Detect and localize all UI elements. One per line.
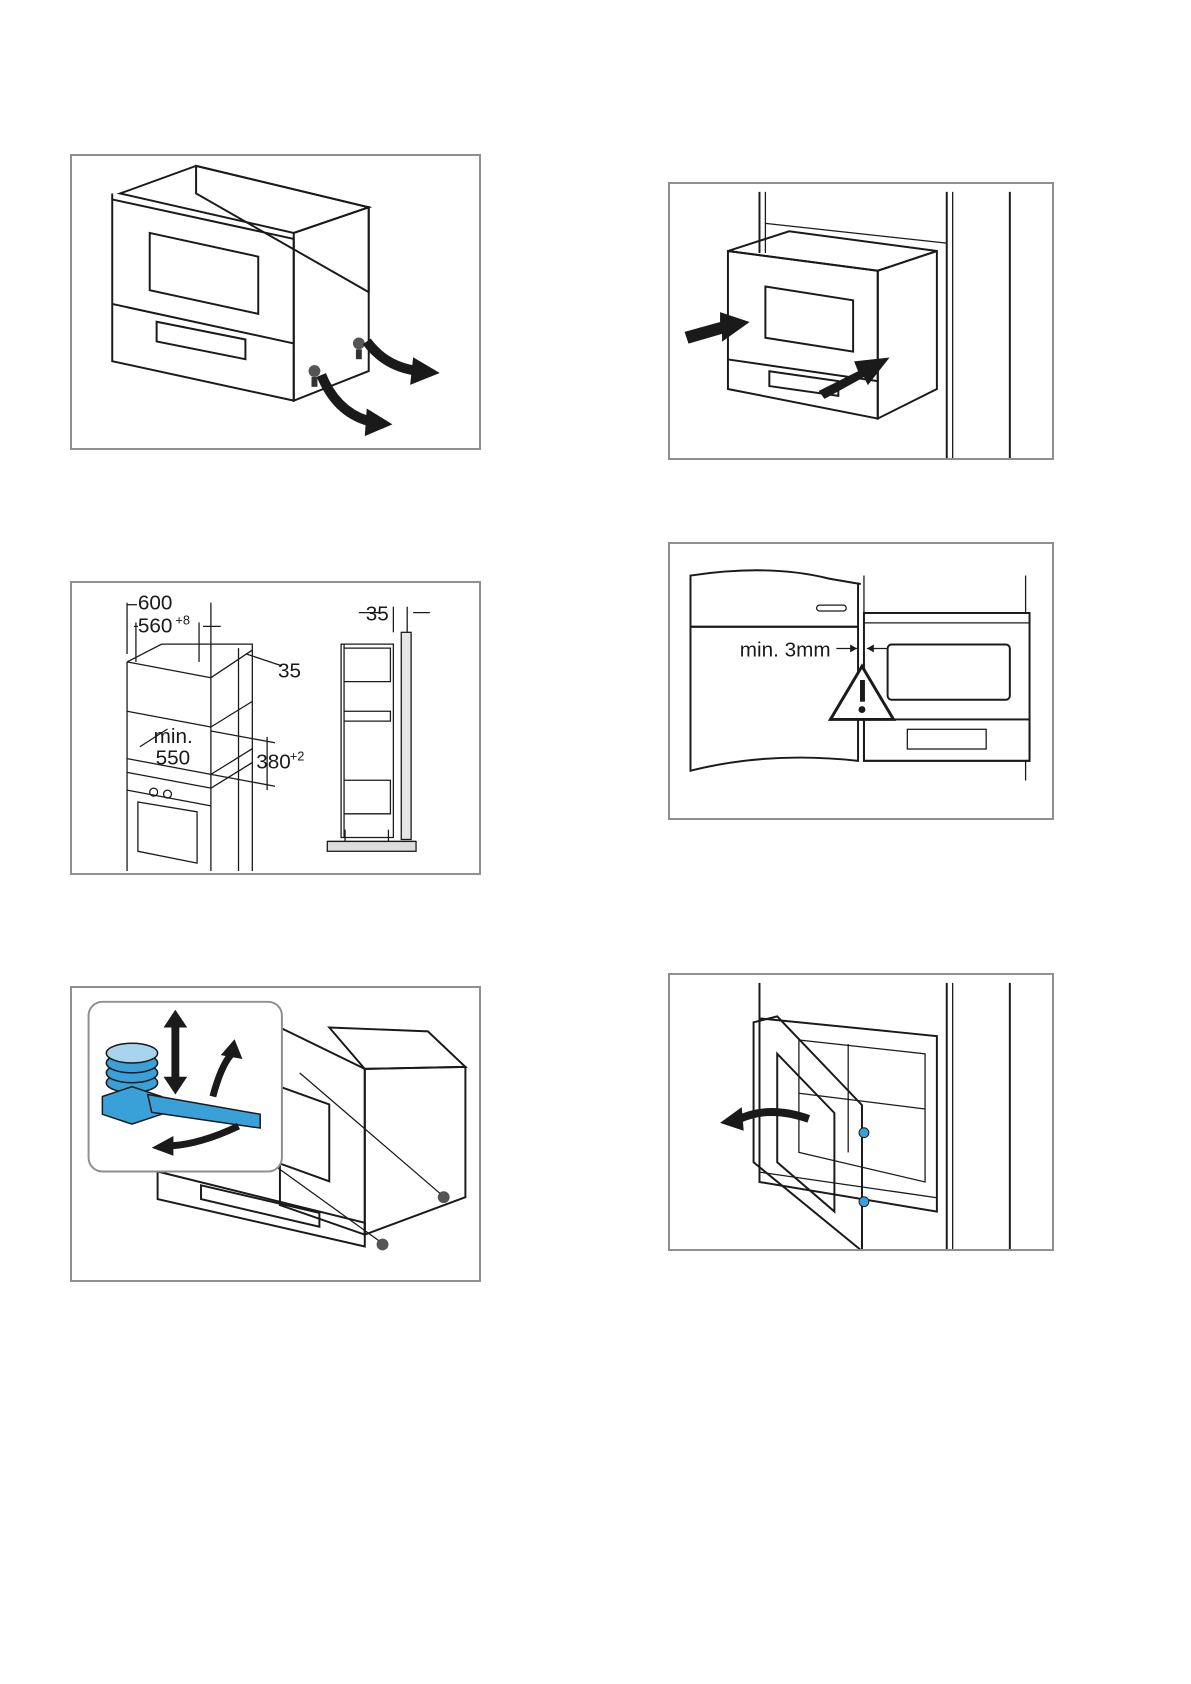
curved-arrow-icon <box>321 375 392 436</box>
curved-arrow-icon <box>720 1107 809 1131</box>
dim-height-tolerance: +2 <box>290 749 305 764</box>
dim-height: 380 <box>256 750 291 773</box>
dim-depth-offset: 35 <box>278 660 301 683</box>
warning-icon <box>830 666 893 719</box>
figure-open-door <box>668 973 1054 1251</box>
oven-insert-illustration <box>670 184 1052 458</box>
dim-min-depth: 550 <box>156 746 191 769</box>
niche-dimensions-drawing: 600 560 +8 35 min. 550 380 +2 35 <box>72 583 479 873</box>
door <box>754 1016 869 1249</box>
dim-min-label: min. <box>154 725 193 748</box>
figure-push-into-niche <box>668 182 1054 460</box>
open-door-illustration <box>670 975 1052 1249</box>
arrow-right-icon <box>819 357 890 398</box>
arrow-right-icon <box>685 312 750 344</box>
dim-width-inner-tolerance: +8 <box>175 612 190 627</box>
min-gap-drawing: min. 3mm <box>670 544 1052 818</box>
dim-width-inner: 560 <box>138 614 173 637</box>
screw-icon <box>309 365 321 387</box>
figure-remove-feet <box>70 154 481 450</box>
gap-label: min. 3mm <box>740 638 831 661</box>
figure-niche-dimensions: 600 560 +8 35 min. 550 380 +2 35 <box>70 581 481 875</box>
oven-remove-feet-illustration <box>72 156 479 448</box>
dim-width-outer: 600 <box>138 592 173 615</box>
figure-min-gap-warning: min. 3mm <box>668 542 1054 820</box>
figure-adjust-feet <box>70 986 481 1282</box>
adjust-feet-illustration <box>72 988 479 1280</box>
dim-side-offset: 35 <box>366 602 389 625</box>
curved-arrow-icon <box>367 341 440 384</box>
